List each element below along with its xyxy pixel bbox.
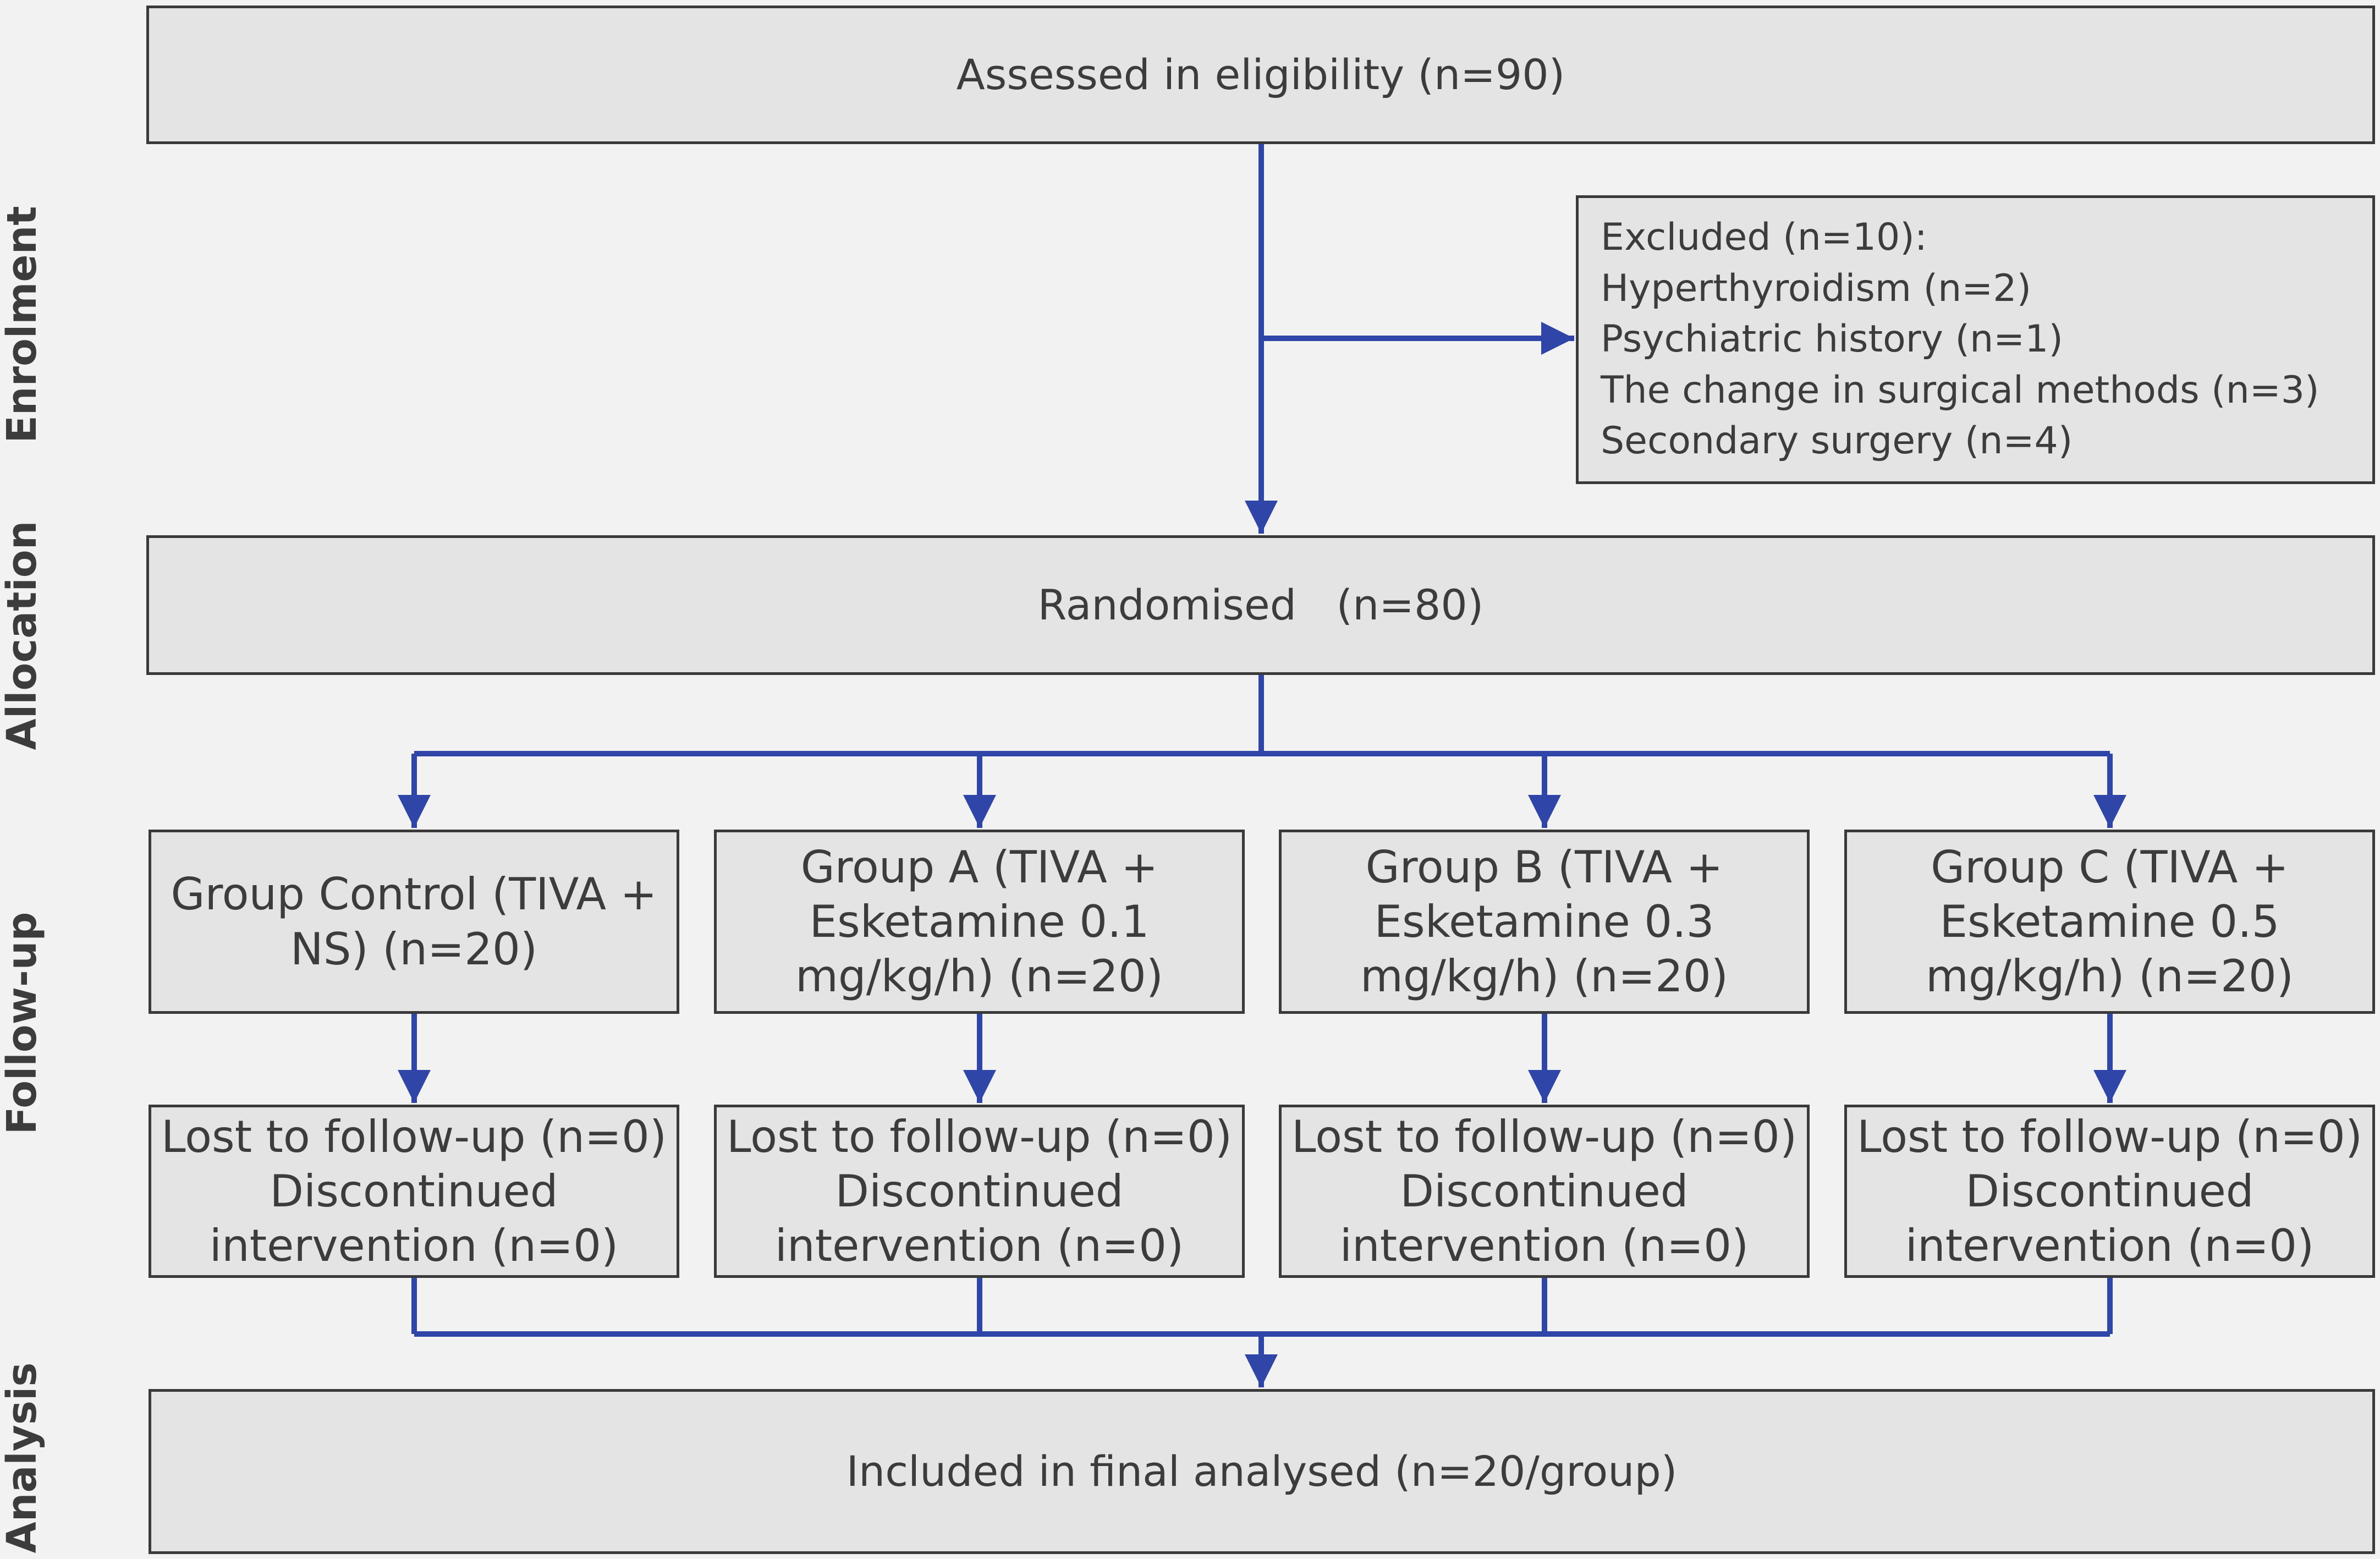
- group-line: mg/kg/h) (n=20): [795, 951, 1164, 1002]
- group-c-box: Group C (TIVA + Esketamine 0.5 mg/kg/h) …: [1844, 830, 2375, 1014]
- group-a-box: Group A (TIVA + Esketamine 0.1 mg/kg/h) …: [714, 830, 1245, 1014]
- followup-b-box: Lost to follow-up (n=0) Discontinued int…: [1279, 1105, 1810, 1278]
- randomised-text: Randomised (n=80): [1037, 580, 1484, 629]
- group-line: Esketamine 0.3: [1374, 896, 1714, 947]
- group-line: Group A (TIVA +: [800, 841, 1158, 893]
- followup-a-box: Lost to follow-up (n=0) Discontinued int…: [714, 1105, 1245, 1278]
- followup-c-box: Lost to follow-up (n=0) Discontinued int…: [1844, 1105, 2375, 1278]
- analysis-text: Included in final analysed (n=20/group): [846, 1446, 1678, 1496]
- excluded-line: Hyperthyroidism (n=2): [1601, 266, 2032, 310]
- followup-line: intervention (n=0): [1339, 1220, 1749, 1272]
- followup-line: intervention (n=0): [209, 1220, 619, 1272]
- group-line: Group Control (TIVA +: [171, 869, 657, 920]
- excluded-line: The change in surgical methods (n=3): [1601, 368, 2319, 412]
- followup-line: intervention (n=0): [1905, 1220, 2315, 1272]
- followup-line: Lost to follow-up (n=0): [1856, 1111, 2363, 1162]
- group-line: mg/kg/h) (n=20): [1360, 951, 1729, 1002]
- followup-control-box: Lost to follow-up (n=0) Discontinued int…: [149, 1105, 679, 1278]
- excluded-line: Excluded (n=10):: [1601, 216, 1927, 260]
- excluded-box: Excluded (n=10): Hyperthyroidism (n=2) P…: [1576, 195, 2375, 484]
- group-control-box: Group Control (TIVA + NS) (n=20): [149, 830, 679, 1014]
- group-line: NS) (n=20): [290, 923, 538, 975]
- followup-line: Discontinued: [270, 1165, 558, 1217]
- followup-line: Discontinued: [1965, 1165, 2254, 1217]
- group-line: Esketamine 0.1: [809, 896, 1150, 947]
- followup-line: Discontinued: [835, 1165, 1124, 1217]
- followup-line: Lost to follow-up (n=0): [1291, 1111, 1798, 1162]
- excluded-line: Psychiatric history (n=1): [1601, 317, 2063, 361]
- group-line: Group B (TIVA +: [1365, 841, 1723, 893]
- assessed-text: Assessed in eligibility (n=90): [956, 50, 1565, 99]
- excluded-line: Secondary surgery (n=4): [1601, 419, 2073, 463]
- followup-line: Discontinued: [1400, 1165, 1689, 1217]
- group-line: Group C (TIVA +: [1931, 841, 2289, 893]
- followup-line: Lost to follow-up (n=0): [726, 1111, 1233, 1162]
- randomised-box: Randomised (n=80): [146, 535, 2375, 675]
- group-line: mg/kg/h) (n=20): [1925, 951, 2294, 1002]
- assessed-box: Assessed in eligibility (n=90): [146, 6, 2375, 144]
- followup-line: Lost to follow-up (n=0): [161, 1111, 667, 1162]
- analysis-box: Included in final analysed (n=20/group): [149, 1389, 2375, 1554]
- group-line: Esketamine 0.5: [1939, 896, 2280, 947]
- group-b-box: Group B (TIVA + Esketamine 0.3 mg/kg/h) …: [1279, 830, 1810, 1014]
- followup-line: intervention (n=0): [774, 1220, 1184, 1272]
